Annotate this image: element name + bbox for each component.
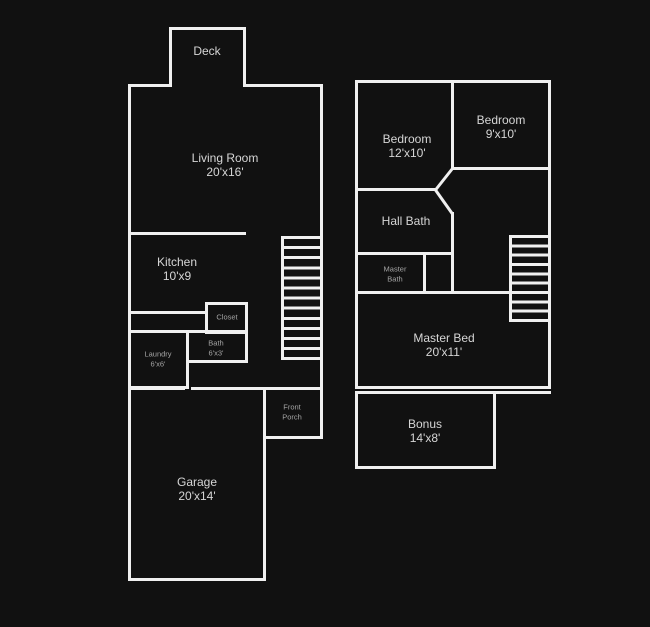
laundry-label: Laundry 6'x6' xyxy=(144,350,171,369)
room-name: Living Room xyxy=(191,151,259,165)
room-dims: 6'x6' xyxy=(150,359,166,368)
room-name: Hall Bath xyxy=(381,214,431,228)
garage-top-wall-right xyxy=(191,387,266,390)
bedroom-left-label: Bedroom 12'x10' xyxy=(383,132,432,160)
room-name: Bedroom xyxy=(382,132,432,146)
room-name: Laundry xyxy=(144,349,172,359)
room-name: Master Bath xyxy=(383,264,407,284)
hall-bath-top-wall xyxy=(355,188,437,191)
garage-label: Garage 20'x14' xyxy=(177,475,217,503)
room-name: Deck xyxy=(193,44,221,58)
front-porch-room xyxy=(263,387,323,439)
bedroom-divider-wall xyxy=(451,80,454,170)
lower-ledge-wall xyxy=(496,391,551,394)
room-name: Garage xyxy=(176,475,218,489)
exterior-top-wall-right xyxy=(243,84,323,87)
master-bath-label: Master Bath xyxy=(377,265,413,284)
room-name: Front Porch xyxy=(282,402,302,422)
master-bath-right-wall xyxy=(423,252,426,294)
garage-top-wall-left xyxy=(128,387,185,390)
front-porch-label: Front Porch xyxy=(274,403,310,422)
stairs-first-floor xyxy=(281,236,322,360)
deck-left-wall xyxy=(169,27,172,87)
room-dims: 6'x3' xyxy=(208,348,224,357)
bedroom-right-bottom-wall xyxy=(451,167,551,170)
hall-bath-bottom-wall xyxy=(355,252,454,255)
bath-label: Bath 6'x3' xyxy=(208,339,223,358)
master-bed-label: Master Bed 20'x11' xyxy=(413,331,474,359)
stairs-second-floor xyxy=(509,235,548,322)
room-name: Bedroom xyxy=(476,113,526,127)
room-dims: 12'x10' xyxy=(388,146,426,160)
master-bed-top-wall xyxy=(355,291,512,294)
closet-label: Closet xyxy=(216,312,237,322)
room-name: Closet xyxy=(216,312,238,322)
living-room-bottom-wall xyxy=(128,232,246,235)
deck-top-wall xyxy=(169,27,246,30)
room-dims: 20'x11' xyxy=(425,345,463,359)
garage-room xyxy=(128,387,266,581)
room-dims: 9'x10' xyxy=(485,127,517,141)
living-room-label: Living Room 20'x16' xyxy=(192,151,259,179)
bonus-room xyxy=(355,391,496,469)
room-dims: 14'x8' xyxy=(409,431,441,445)
room-name: Bonus xyxy=(407,417,443,431)
hall-bath-label: Hall Bath xyxy=(382,214,431,228)
room-dims: 20'x14' xyxy=(178,489,216,503)
exterior-top-wall-left xyxy=(128,84,172,87)
room-name: Master Bed xyxy=(413,331,475,345)
room-dims: 20'x16' xyxy=(206,165,244,179)
room-name: Bath xyxy=(208,338,224,348)
hallway-left-wall xyxy=(451,212,454,294)
room-name: Kitchen xyxy=(156,255,198,269)
deck-right-wall xyxy=(243,27,246,87)
bonus-label: Bonus 14'x8' xyxy=(408,417,442,445)
kitchen-label: Kitchen 10'x9 xyxy=(157,255,197,283)
kitchen-bottom-wall xyxy=(128,311,208,314)
room-dims: 10'x9 xyxy=(162,269,192,283)
deck-label: Deck xyxy=(193,44,220,58)
bedroom-right-label: Bedroom 9'x10' xyxy=(477,113,526,141)
